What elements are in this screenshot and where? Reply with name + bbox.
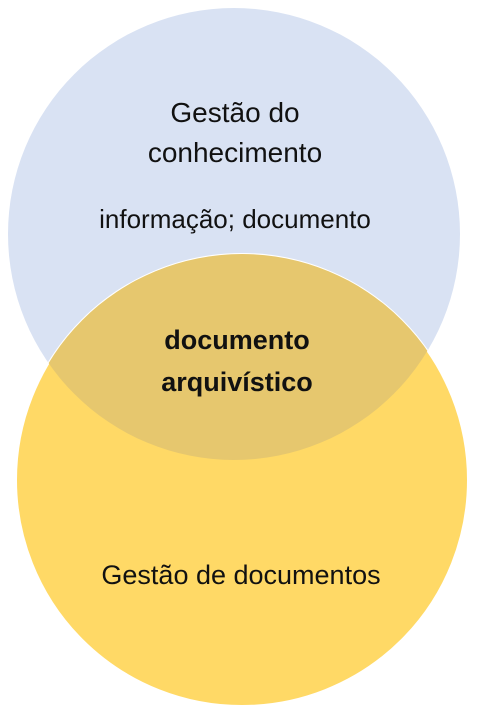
knowledge-label-line-1: Gestão do (170, 97, 300, 128)
knowledge-management-label: Gestão do conhecimento (0, 93, 470, 173)
intersection-label-line-2: arquivístico (161, 367, 313, 397)
intersection-label-line-1: documento (164, 325, 310, 355)
knowledge-label-line-2: conhecimento (147, 137, 323, 168)
intersection-label: documento arquivístico (0, 319, 474, 403)
records-management-label: Gestão de documentos (101, 560, 381, 590)
knowledge-sublabel: informação; documento (99, 204, 371, 234)
intersection-region (16, 254, 460, 460)
